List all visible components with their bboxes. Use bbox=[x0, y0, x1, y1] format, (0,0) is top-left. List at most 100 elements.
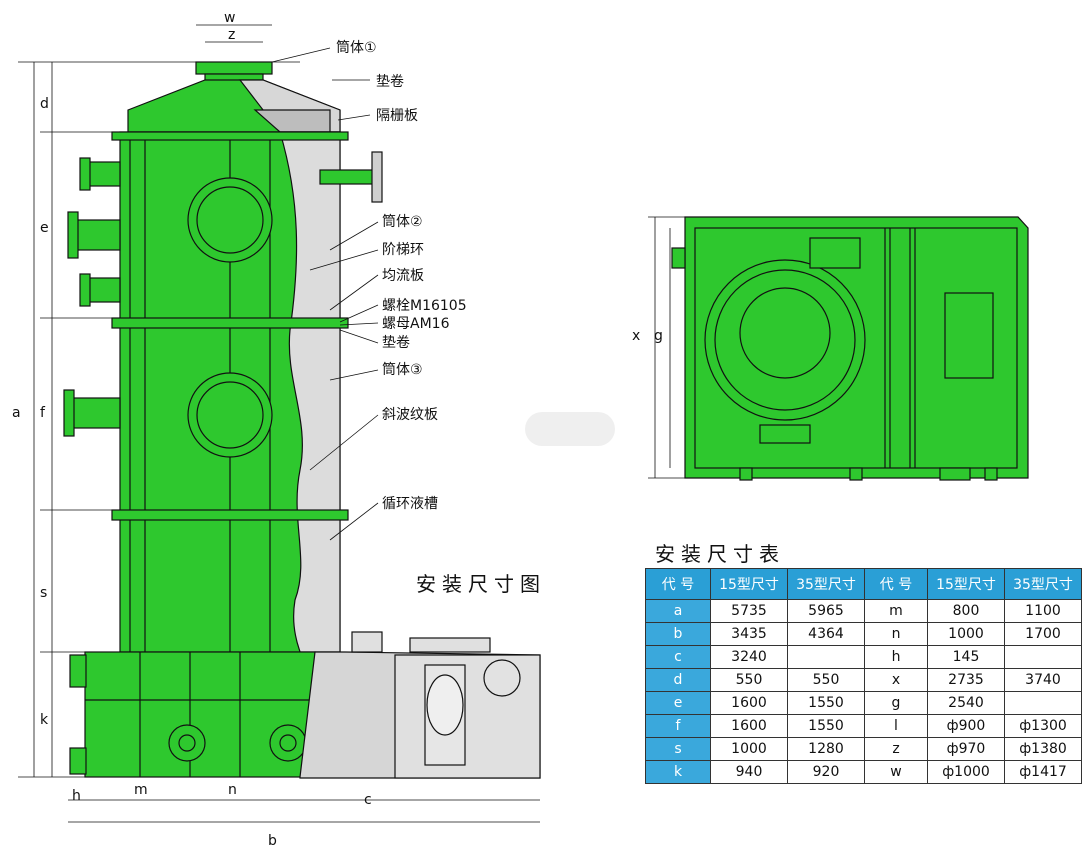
table-cell: 145 bbox=[927, 645, 1005, 669]
label-corrugated-plate: 斜波纹板 bbox=[382, 407, 438, 423]
dim-a: a bbox=[12, 405, 21, 421]
table-cell: h bbox=[864, 645, 928, 669]
table-header-row: 代 号 15型尺寸 35型尺寸 代 号 15型尺寸 35型尺寸 bbox=[645, 568, 1082, 600]
header-code-1: 代 号 bbox=[645, 568, 711, 600]
table-cell: 2735 bbox=[927, 668, 1005, 692]
label-step-ring: 阶梯环 bbox=[382, 242, 424, 258]
table-cell: x bbox=[864, 668, 928, 692]
label-bolt: 螺栓M16105 bbox=[382, 298, 467, 314]
table-cell: b bbox=[645, 622, 711, 646]
dim-m: m bbox=[134, 782, 148, 798]
table-cell: 800 bbox=[927, 599, 1005, 623]
label-grid-plate: 隔栅板 bbox=[376, 108, 418, 124]
dim-z: z bbox=[228, 27, 236, 43]
table-cell: 940 bbox=[710, 760, 788, 784]
table-cell: z bbox=[864, 737, 928, 761]
dim-d: d bbox=[40, 96, 49, 112]
table-cell: 920 bbox=[787, 760, 865, 784]
table-cell: ф1417 bbox=[1004, 760, 1082, 784]
table-cell: 2540 bbox=[927, 691, 1005, 715]
table-cell: 550 bbox=[787, 668, 865, 692]
label-leaders bbox=[271, 47, 379, 541]
table-cell: a bbox=[645, 599, 711, 623]
dim-c: c bbox=[364, 792, 372, 808]
dim-s: s bbox=[40, 585, 48, 601]
dim-f: f bbox=[40, 405, 45, 421]
top-view bbox=[671, 216, 1029, 481]
table-cell: ф1300 bbox=[1004, 714, 1082, 738]
table-cell: 1600 bbox=[710, 691, 788, 715]
table-cell: 1000 bbox=[927, 622, 1005, 646]
table-cell: f bbox=[645, 714, 711, 738]
label-shell-2: 筒体② bbox=[382, 214, 423, 230]
table-cell: 3740 bbox=[1004, 668, 1082, 692]
table-cell: m bbox=[864, 599, 928, 623]
dim-x: x bbox=[632, 328, 641, 344]
dim-b: b bbox=[268, 833, 277, 849]
label-gasket-2: 垫卷 bbox=[382, 335, 410, 351]
blank-tag bbox=[525, 412, 615, 446]
dim-g: g bbox=[654, 328, 663, 344]
table-cell: 1600 bbox=[710, 714, 788, 738]
label-nut: 螺母AM16 bbox=[382, 316, 450, 332]
table-cell: 1000 bbox=[710, 737, 788, 761]
table-cell bbox=[1004, 691, 1082, 715]
header-code-2: 代 号 bbox=[864, 568, 928, 600]
dim-e: e bbox=[40, 220, 49, 236]
table-cell: 3435 bbox=[710, 622, 788, 646]
tower-front-view bbox=[63, 61, 541, 779]
table-cell: 3240 bbox=[710, 645, 788, 669]
table-cell: ф970 bbox=[927, 737, 1005, 761]
header-15-2: 15型尺寸 bbox=[927, 568, 1005, 600]
table-cell: n bbox=[864, 622, 928, 646]
table-cell: k bbox=[645, 760, 711, 784]
label-circulation-tank: 循环液槽 bbox=[382, 496, 438, 512]
table-cell: 5735 bbox=[710, 599, 788, 623]
table-cell: 1550 bbox=[787, 714, 865, 738]
table-cell: 1100 bbox=[1004, 599, 1082, 623]
dim-n: n bbox=[228, 782, 237, 798]
drawing-title: 安装尺寸图 bbox=[416, 572, 546, 596]
table-title: 安装尺寸表 bbox=[655, 542, 785, 566]
label-flow-plate: 均流板 bbox=[382, 268, 424, 284]
table-cell: l bbox=[864, 714, 928, 738]
table-cell: 4364 bbox=[787, 622, 865, 646]
table-cell: c bbox=[645, 645, 711, 669]
dim-k: k bbox=[40, 712, 49, 728]
header-35-2: 35型尺寸 bbox=[1004, 568, 1082, 600]
header-15-1: 15型尺寸 bbox=[710, 568, 788, 600]
table-cell: w bbox=[864, 760, 928, 784]
table-cell bbox=[1004, 645, 1082, 669]
label-shell-3: 筒体③ bbox=[382, 362, 423, 378]
table-cell bbox=[787, 645, 865, 669]
table-cell: 1550 bbox=[787, 691, 865, 715]
table-cell: e bbox=[645, 691, 711, 715]
table-cell: 1280 bbox=[787, 737, 865, 761]
table-cell: 5965 bbox=[787, 599, 865, 623]
dim-h: h bbox=[72, 788, 81, 804]
dim-w: w bbox=[224, 10, 236, 26]
table-cell: 1700 bbox=[1004, 622, 1082, 646]
table-cell: d bbox=[645, 668, 711, 692]
header-35-1: 35型尺寸 bbox=[787, 568, 865, 600]
table-cell: ф900 bbox=[927, 714, 1005, 738]
table-cell: ф1380 bbox=[1004, 737, 1082, 761]
table-cell: ф1000 bbox=[927, 760, 1005, 784]
table-cell: g bbox=[864, 691, 928, 715]
tower-dimension-lines bbox=[18, 24, 540, 823]
label-gasket-1: 垫卷 bbox=[376, 74, 404, 90]
table-cell: s bbox=[645, 737, 711, 761]
table-cell: 550 bbox=[710, 668, 788, 692]
label-shell-1: 筒体① bbox=[336, 40, 377, 56]
top-view-dimensions bbox=[648, 216, 685, 479]
